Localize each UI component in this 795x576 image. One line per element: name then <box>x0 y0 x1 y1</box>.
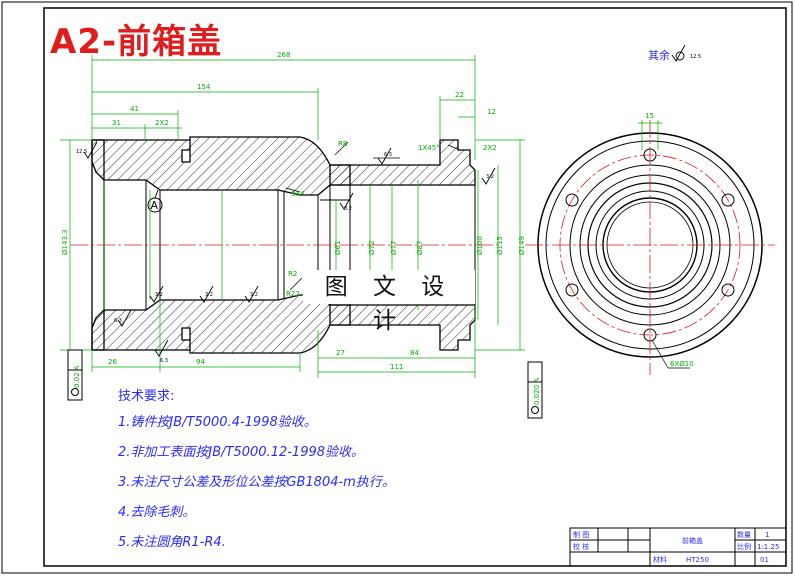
dimension-lines <box>60 55 525 378</box>
roughness-value: 3.2 <box>205 292 213 298</box>
roughness-value: 12.5 <box>76 149 87 155</box>
roughness-value: 6.3 <box>160 358 168 364</box>
leader-lines <box>285 141 461 291</box>
section-view: A <box>70 136 500 354</box>
dim-r22: R22 <box>286 290 300 298</box>
tb-part-name: 前箱盖 <box>682 536 703 545</box>
dim-26: 26 <box>108 358 117 366</box>
dim-phi61: Ø61 <box>334 241 342 255</box>
dim-phi72: Ø72 <box>368 241 376 255</box>
tb-sheet-value: 01 <box>760 556 769 564</box>
dim-268: 268 <box>277 51 290 59</box>
tolerance-left-text: 0.02 A <box>73 365 81 388</box>
tb-material-label: 材料 <box>653 555 667 564</box>
dim-phi87: Ø87 <box>416 241 424 255</box>
datum-a-letter: A <box>151 199 159 212</box>
roughness-symbols <box>83 44 686 357</box>
tb-check-label: 校 核 <box>573 542 589 551</box>
title-block <box>569 527 787 567</box>
roughness-value: 6.3 <box>384 152 392 158</box>
tolerance-right-text: 0.020 A <box>533 378 541 405</box>
dim-27: 27 <box>336 349 345 357</box>
requirements-heading: 技术要求: <box>118 389 175 404</box>
watermark-label: 图 文 设 计 <box>303 270 475 334</box>
technical-requirements: 技术要求: 1.铸件按JB/T5000.4-1998验收。 2.非加工表面按JB… <box>118 385 395 564</box>
tb-quantity-value: 1 <box>765 531 769 539</box>
dim-6x10: 6XØ10 <box>670 360 694 368</box>
dim-22: 22 <box>455 91 464 99</box>
dim-3x4: 3X4 <box>291 190 305 198</box>
dim-41: 41 <box>130 105 139 113</box>
dim-154: 154 <box>197 83 211 91</box>
requirement-item: 1.铸件按JB/T5000.4-1998验收。 <box>118 415 317 430</box>
dim-94: 94 <box>196 358 205 366</box>
section-lower-wall <box>91 294 351 354</box>
dimension-texts: 268 154 41 31 2X2 22 12 1X45° 2X2 R8 3X4… <box>61 51 694 371</box>
drawing-title: A2-前箱盖 <box>50 22 223 62</box>
section-upper-wall <box>91 136 351 196</box>
roughness-value: 3.2 <box>155 292 163 298</box>
dim-phi149: Ø149 <box>518 236 526 255</box>
roughness-value: 3.2 <box>344 206 352 212</box>
dim-2x2-right: 2X2 <box>483 144 497 152</box>
tb-scale-value: 1:1.25 <box>757 543 779 551</box>
tb-quantity-label: 数量 <box>737 530 751 539</box>
dim-31: 31 <box>112 119 121 127</box>
roughness-value: 3.2 <box>486 174 494 180</box>
roughness-value: 12.5 <box>690 54 701 60</box>
roughness-value: 6.3 <box>114 318 122 324</box>
dim-phi100: Ø100 <box>476 236 484 255</box>
inner-frame <box>43 7 787 567</box>
section-upper-flange <box>329 139 476 186</box>
dim-2x2-left: 2X2 <box>155 119 169 127</box>
dim-phi115: Ø115 <box>496 236 504 255</box>
roughness-texts: 12.5 3.2 3.2 6.3 3.2 3.2 3.2 6.3 6.3 12.… <box>76 54 701 364</box>
tolerance-frame-right <box>527 361 543 419</box>
tb-scale-label: 比例 <box>737 542 751 551</box>
dim-1x45: 1X45° <box>418 144 440 152</box>
dim-phi77: Ø77 <box>390 241 398 255</box>
end-view <box>525 120 775 375</box>
dim-111: 111 <box>390 363 403 371</box>
dim-r2: R2 <box>288 270 297 278</box>
requirement-item: 3.未注尺寸公差及形位公差按GB1804-m执行。 <box>118 475 395 490</box>
requirement-item: 5.未注圆角R1-R4. <box>118 535 226 550</box>
other-surfaces-note: 其余 <box>648 48 670 62</box>
dim-143-3: Ø143.3 <box>61 229 69 255</box>
dim-r8: R8 <box>338 140 347 148</box>
requirement-item: 2.非加工表面按JB/T5000.12-1998验收。 <box>118 445 365 460</box>
tolerance-frame-left <box>67 349 83 401</box>
dim-12: 12 <box>487 108 496 116</box>
requirement-item: 4.去除毛刺。 <box>118 505 196 520</box>
tb-material-value: HT250 <box>686 556 709 564</box>
roughness-value: 3.2 <box>250 292 258 298</box>
dim-84: 84 <box>410 349 419 357</box>
tb-drawn-label: 制 图 <box>573 530 589 539</box>
dim-15: 15 <box>645 112 654 120</box>
